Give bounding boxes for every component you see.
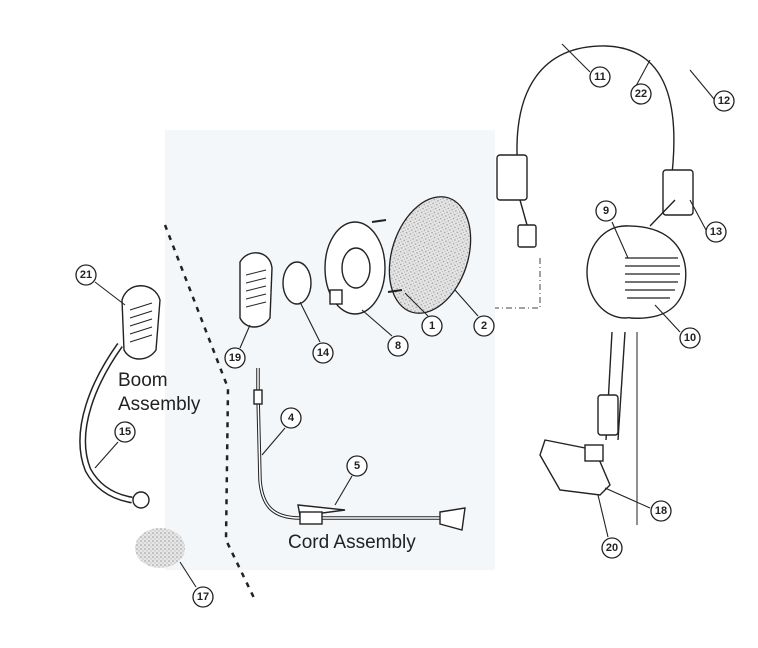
callout-9: 9 [595,200,617,222]
svg-text:22: 22 [635,88,647,100]
callout-13: 13 [705,221,727,243]
svg-text:9: 9 [603,205,609,217]
svg-text:18: 18 [655,505,667,517]
earcup-part [586,199,687,319]
svg-text:12: 12 [718,95,730,107]
leader-lines [94,43,715,588]
callout-15: 15 [114,421,136,443]
ear-cushion-part [388,196,472,314]
callout-14: 14 [312,342,334,364]
callout-11: 11 [589,66,611,88]
svg-text:2: 2 [481,320,487,332]
boom-assembly-label-line1: Boom [118,370,168,391]
svg-text:8: 8 [395,340,401,352]
cord-part [253,368,466,531]
callout-8: 8 [387,335,409,357]
callout-1: 1 [421,315,443,337]
cord-assembly-label: Cord Assembly [288,532,416,553]
callout-2: 2 [473,315,495,337]
driver-plate-part [324,221,386,315]
foam-part [135,528,185,568]
svg-text:20: 20 [606,542,618,554]
headband-part [496,26,694,248]
callout-18: 18 [650,500,672,522]
svg-text:17: 17 [197,591,209,603]
svg-text:1: 1 [429,320,435,332]
callout-10: 10 [679,327,701,349]
svg-text:4: 4 [288,412,295,424]
svg-text:11: 11 [594,71,606,83]
svg-text:5: 5 [354,460,360,472]
boom-housing-part [79,285,161,509]
callout-5: 5 [346,455,368,477]
disk-part [282,261,312,305]
callout-20: 20 [601,537,623,559]
callout-22: 22 [630,83,652,105]
svg-text:10: 10 [684,332,696,344]
svg-text:19: 19 [229,352,241,364]
callout-17: 17 [192,586,214,608]
svg-text:13: 13 [710,226,722,238]
callout-4: 4 [280,407,302,429]
callout-21: 21 [75,264,97,286]
assembled-cup-part [539,331,638,525]
callout-12: 12 [713,90,735,112]
screw-part [371,219,403,293]
svg-text:15: 15 [119,426,131,438]
svg-text:21: 21 [80,269,92,281]
callout-19: 19 [224,347,246,369]
svg-text:14: 14 [317,347,330,359]
boom-assembly-label-line2: Assembly [118,394,201,415]
housing-part [239,252,273,328]
